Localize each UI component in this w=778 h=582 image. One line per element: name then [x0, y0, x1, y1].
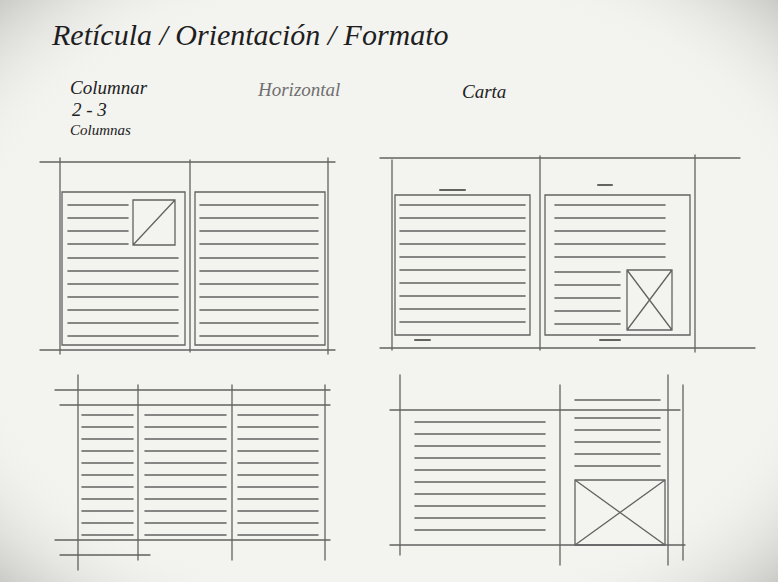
grid-type: Columnar — [70, 78, 147, 99]
sketch-title: Retícula / Orientación / Formato — [52, 18, 449, 51]
image-box — [575, 480, 665, 545]
text-lines — [400, 205, 665, 324]
format-note: Carta — [462, 82, 506, 103]
grid-frame — [40, 158, 335, 354]
page-outline — [62, 192, 325, 345]
text-lines — [68, 205, 318, 336]
column-count: 2 - 3 — [72, 100, 107, 121]
grid-type: Columnas — [70, 122, 131, 139]
text-lines — [82, 415, 318, 535]
image-box — [627, 270, 672, 330]
grid-frame — [55, 375, 330, 570]
image-box — [133, 200, 175, 245]
grid-frame — [390, 375, 685, 565]
grid-frame — [380, 155, 755, 352]
page-outline — [395, 195, 690, 335]
orientation-note: Horizontal — [258, 80, 340, 101]
heading-mark — [415, 185, 620, 340]
